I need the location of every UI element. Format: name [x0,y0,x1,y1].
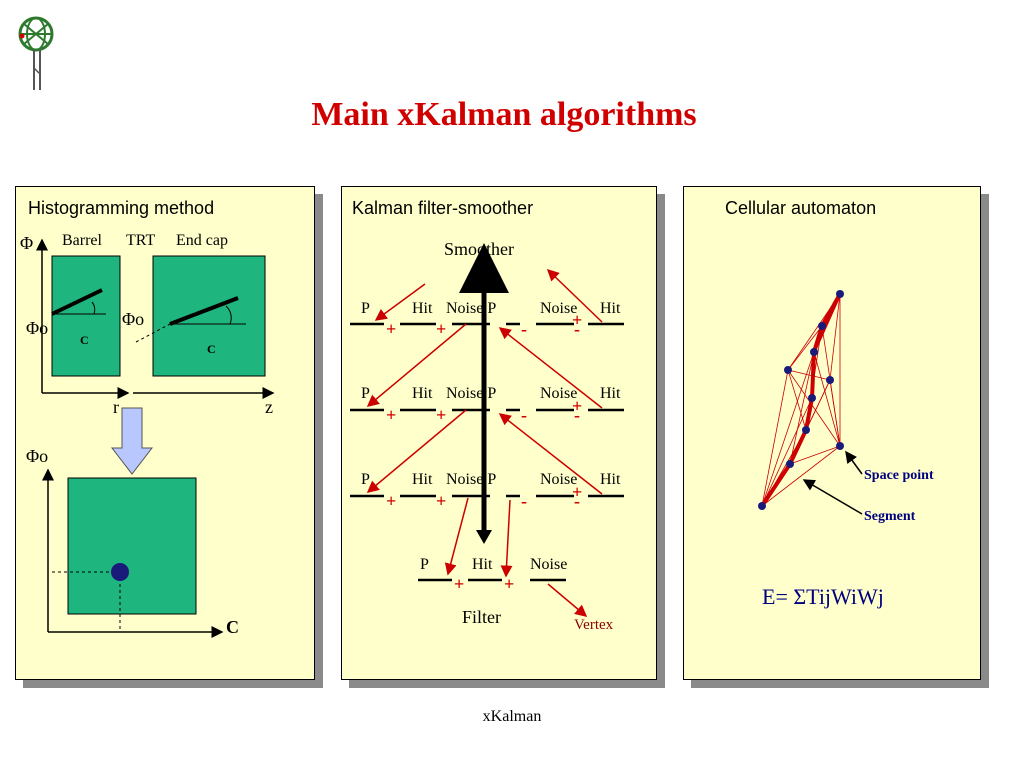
c-left-label: C [80,333,89,347]
plus-sign: + [436,405,447,425]
minus-sign: - [521,319,527,339]
space-point-dot [826,376,834,384]
minus-sign: - [574,491,580,511]
plus-sign: + [572,310,583,330]
plus-sign: + [386,491,397,511]
row-noise-label: Noise [540,300,578,317]
minus-sign: - [574,319,580,339]
space-point-dot [786,460,794,468]
bottom-hit-label: Hit [472,556,493,573]
row-noise-label: Noise [540,385,578,402]
plus-sign: + [572,482,583,502]
segment-label: Segment [864,509,916,524]
vertex-label: Vertex [574,617,614,633]
kalman-title: Kalman filter-smoother [352,198,534,218]
space-point-dot [802,426,810,434]
space-point-dot [818,322,826,330]
row-hit2-label: Hit [600,385,621,402]
row-hit-label: Hit [412,471,433,488]
plus-sign: + [504,574,515,594]
row-p-label: P [361,471,370,488]
histogram-box [67,477,197,615]
row-hit-label: Hit [412,385,433,402]
row-hit2-label: Hit [600,471,621,488]
filter-label: Filter [462,607,501,627]
space-point-dot [836,442,844,450]
bottom-noise-label: Noise [530,556,568,573]
plus-sign: + [386,405,397,425]
phi0-mid-label: Φo [122,309,145,329]
row-noise-label: Noise [540,471,578,488]
c-right-label: C [207,342,216,356]
phi0-bottom-label: Φo [26,446,49,466]
z-axis-label: z [265,397,273,417]
barrel-label: Barrel [62,232,102,249]
energy-formula: E= ΣTijWiWj [762,584,884,609]
plus-sign: + [454,574,465,594]
slide-footer: xKalman [482,708,542,725]
down-arrow-icon [110,407,154,475]
row-hit-label: Hit [412,300,433,317]
minus-sign: - [574,405,580,425]
plus-sign: + [386,319,397,339]
slide-title: Main xKalman algorithms [311,96,697,133]
minus-sign: - [521,491,527,511]
minus-sign: - [521,405,527,425]
barrel-box [51,255,121,377]
row-noise-p-label: Noise P [446,385,497,402]
trt-label: TRT [126,232,156,249]
atlas-detector-logo-icon [18,16,54,90]
space-point-dot [810,348,818,356]
space-point-dot [836,290,844,298]
smoother-label: Smoother [444,239,514,259]
peak-dot [111,563,129,581]
plus-sign: + [436,491,447,511]
bottom-p-label: P [420,556,429,573]
c-bottom-label: C [226,617,239,637]
phi-axis-label: Φ [20,233,34,253]
plus-sign: + [572,396,583,416]
row-noise-p-label: Noise P [446,471,497,488]
endcap-label: End cap [176,232,228,249]
space-point-dot [808,394,816,402]
histogramming-title: Histogramming method [28,198,215,218]
row-hit2-label: Hit [600,300,621,317]
plus-sign: + [436,319,447,339]
row-noise-p-label: Noise P [446,300,497,317]
space-point-dot [784,366,792,374]
space-point-dot [758,502,766,510]
cellular-title: Cellular automaton [725,198,877,218]
r-axis-label: r [113,397,119,417]
phi0-left-label: Φo [26,318,49,338]
space-point-label: Space point [864,468,934,483]
endcap-box [152,255,266,377]
row-p-label: P [361,300,370,317]
cellular-panel [683,186,981,680]
row-p-label: P [361,385,370,402]
